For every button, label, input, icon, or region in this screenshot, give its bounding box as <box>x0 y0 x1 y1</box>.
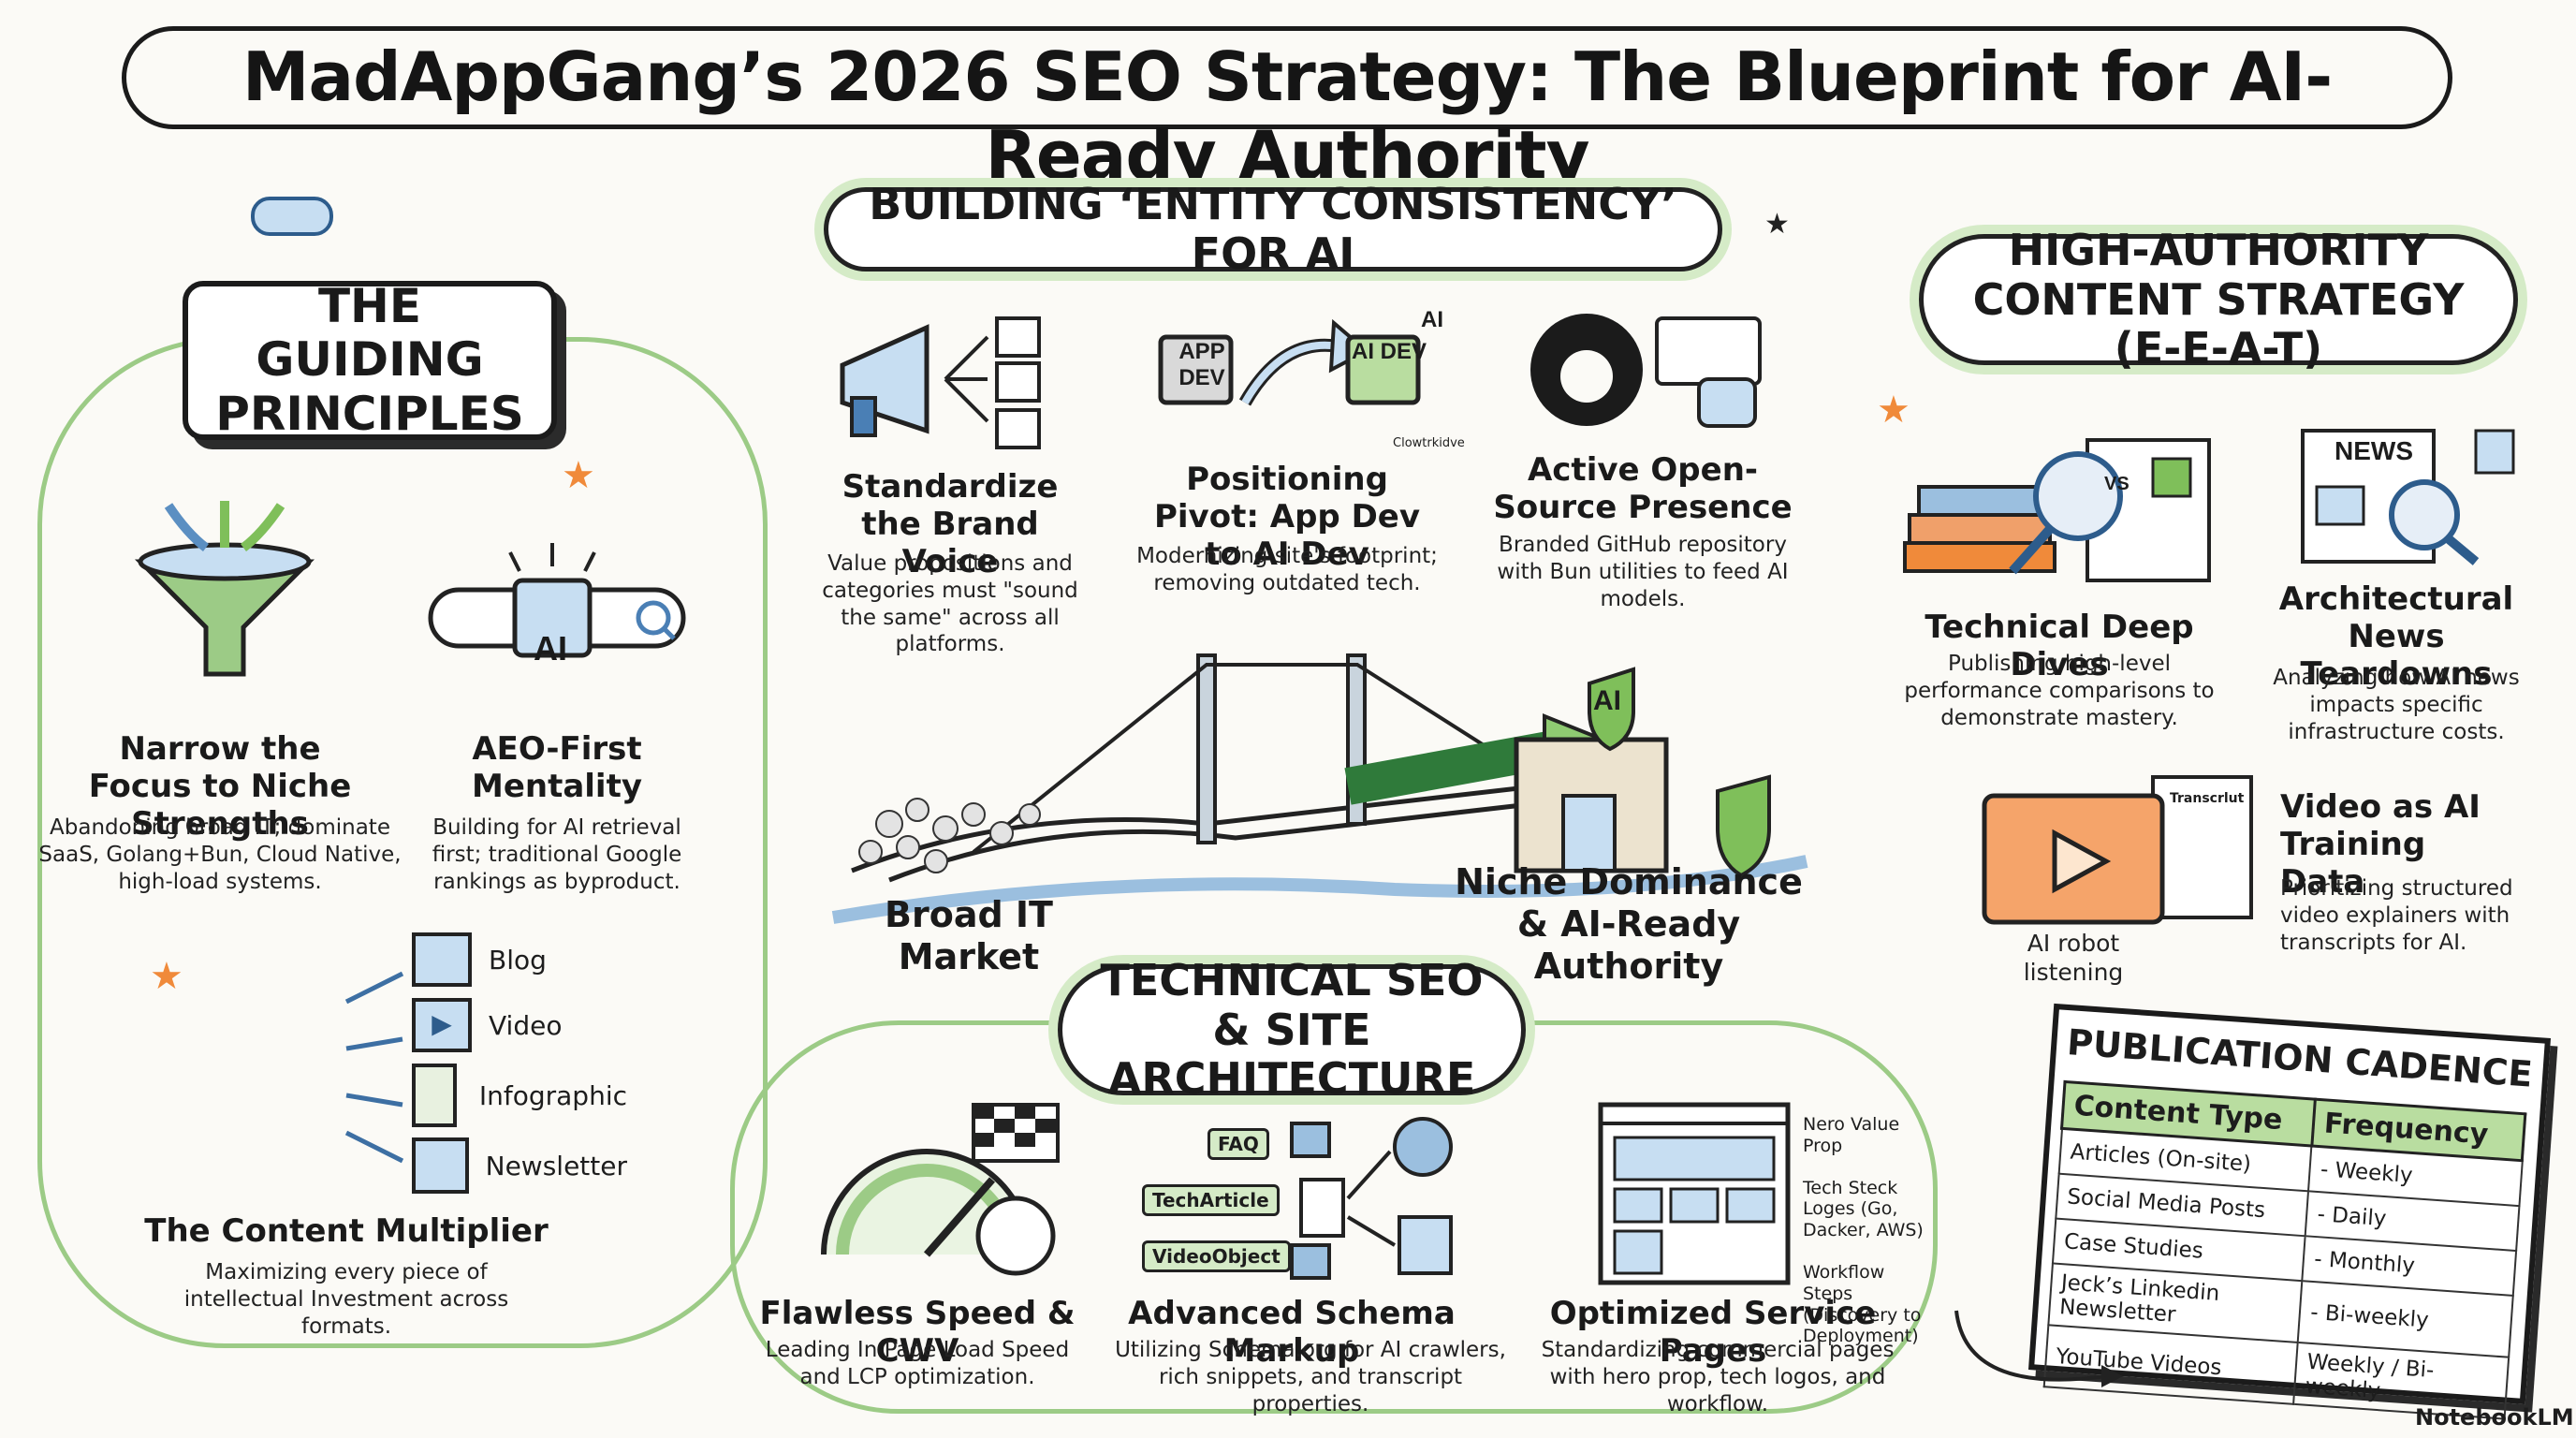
newspaper-magnifier-icon <box>2301 429 2515 565</box>
bridge-to-label: Niche Dominance & AI-Ready Authority <box>1455 861 1803 987</box>
bridge-illustration <box>831 653 1808 924</box>
entity-title: BUILDING ‘ENTITY CONSISTENCY’ FOR AI <box>869 179 1677 279</box>
service-desc: Standardizing commercial pages with hero… <box>1541 1338 1895 1416</box>
vs-label: VS <box>2104 474 2130 494</box>
service-title: Optimized Service Pages <box>1549 1295 1877 1371</box>
bridge-shield-label: AI <box>1593 685 1621 716</box>
brand-voice-title: Standardize the Brand Voice <box>842 468 1059 581</box>
schema-tag-videoobject: VideoObject <box>1142 1240 1291 1272</box>
megaphone-icon <box>840 316 1041 449</box>
speed-desc: Leading In Page Load Speed and LCP optim… <box>765 1338 1070 1389</box>
cadence-arrow <box>1954 1310 2123 1387</box>
pivot-arrow-icon <box>1158 318 1421 406</box>
opensource-title: Active Open-Source Presence <box>1493 451 1793 527</box>
pivot-desc: Modernizing site's footprint; removing o… <box>1136 544 1438 595</box>
watermark: NotebookLM <box>2415 1404 2574 1431</box>
app-dev-label: APP DEV <box>1178 339 1225 390</box>
pivot-small-label: Clowtrkidve <box>1393 436 1465 450</box>
format-infographic: Infographic <box>412 1058 627 1133</box>
github-icon <box>1530 314 1762 428</box>
schema-tags: FAQ TechArticle VideoObject <box>1142 1128 1291 1272</box>
guiding-title: THE GUIDING PRINCIPLES <box>215 278 524 441</box>
video-desc: Prioritizing structured video explainers… <box>2280 876 2513 955</box>
video-transcript-icon <box>1982 775 2253 925</box>
aeo-desc: Building for AI retrieval first; traditi… <box>432 815 682 894</box>
multiplier-arrows <box>344 971 404 1164</box>
video-icon: ▶ <box>412 998 472 1052</box>
technical-title: TECHNICAL SEO & SITE ARCHITECTURE <box>1100 954 1484 1105</box>
news-label: NEWS <box>2334 436 2413 465</box>
wireframe-page-icon <box>1598 1102 1791 1285</box>
deep-dives-desc: Publishing high-level performance compar… <box>1904 652 2215 730</box>
ai-chip-label: AI <box>534 629 567 668</box>
brand-voice-desc: Value propositions and categories must "… <box>822 551 1078 657</box>
format-newsletter: Newsletter <box>412 1133 627 1198</box>
books-magnifier-icon <box>1903 438 2211 582</box>
cloud-doodle-icon <box>251 197 333 236</box>
title-banner <box>122 26 2452 129</box>
format-blog: Blog <box>412 927 627 992</box>
schema-flow-icon <box>1290 1117 1453 1280</box>
schema-desc: Utilizing Schema.org for AI crawlers, ri… <box>1115 1338 1506 1416</box>
aeo-title: AEO-First Mentality <box>471 730 643 806</box>
schema-title: Advanced Schema Markup <box>1128 1295 1456 1371</box>
blog-icon <box>412 932 472 987</box>
star-icon: ★ <box>1877 389 1910 432</box>
schema-tag-faq: FAQ <box>1208 1128 1269 1160</box>
deep-dives-title: Technical Deep Dives <box>1925 609 2194 684</box>
pivot-title: Positioning Pivot: App Dev to AI Dev <box>1153 461 1421 574</box>
infographic-icon <box>412 1064 457 1127</box>
star-icon: ★ <box>1764 208 1790 241</box>
multiplier-desc: Maximizing every piece of intellectual I… <box>183 1260 509 1339</box>
star-icon: ★ <box>150 955 183 998</box>
transcript-label: Transcrlut <box>2170 791 2245 806</box>
format-video: ▶ Video <box>412 992 627 1058</box>
speed-title: Flawless Speed & CWV <box>759 1295 1076 1371</box>
page-title: MadAppGang’s 2026 SEO Strategy: The Blue… <box>242 37 2333 195</box>
multiplier-title: The Content Multiplier <box>144 1212 549 1250</box>
narrow-focus-title: Narrow the Focus to Niche Strengths <box>88 730 352 844</box>
callout-tech-logos: Tech Steck Loges (Go, Dacker, AWS) <box>1803 1177 1924 1241</box>
guiding-principles-box: THE GUIDING PRINCIPLES <box>183 278 557 441</box>
callout-workflow: Workflow Steps (Discovery to Deployment) <box>1803 1261 1922 1347</box>
news-title: Architectural News Teardowns <box>2278 580 2514 694</box>
format-list: Blog ▶ Video Infographic Newsletter <box>346 927 627 1198</box>
technical-section-header: TECHNICAL SEO & SITE ARCHITECTURE <box>1058 955 1526 1104</box>
video-title: Video as AI Training Data <box>2280 788 2481 902</box>
newsletter-icon <box>412 1137 469 1194</box>
funnel-icon <box>134 501 315 677</box>
narrow-focus-desc: Abandoning broad IT; dominate SaaS, Gola… <box>38 815 402 894</box>
opensource-desc: Branded GitHub repository with Bun utili… <box>1497 533 1789 611</box>
callout-hero: Nero Value Prop <box>1803 1114 1900 1156</box>
ai-dev-label: AI DEV <box>1352 339 1427 364</box>
entity-section-header: BUILDING ‘ENTITY CONSISTENCY’ FOR AI <box>824 180 1722 278</box>
pivot-ai-tag: AI <box>1421 307 1443 332</box>
ai-search-icon <box>428 543 686 658</box>
star-icon: ★ <box>562 454 595 497</box>
speedometer-icon <box>821 1103 1060 1276</box>
service-callouts: Nero Value Prop Tech Steck Loges (Go, Da… <box>1803 1114 1934 1347</box>
schema-tag-techarticle: TechArticle <box>1142 1184 1280 1216</box>
authority-section-header: HIGH-AUTHORITY CONTENT STRATEGY (E-E-A-T… <box>1919 225 2518 374</box>
video-caption: AI robot listening <box>2023 930 2124 987</box>
news-desc: Analyzing how AI news impacts specific i… <box>2273 666 2520 744</box>
bridge-from-label: Broad IT Market <box>885 894 1053 977</box>
authority-title: HIGH-AUTHORITY CONTENT STRATEGY (E-E-A-T… <box>1972 224 2465 374</box>
